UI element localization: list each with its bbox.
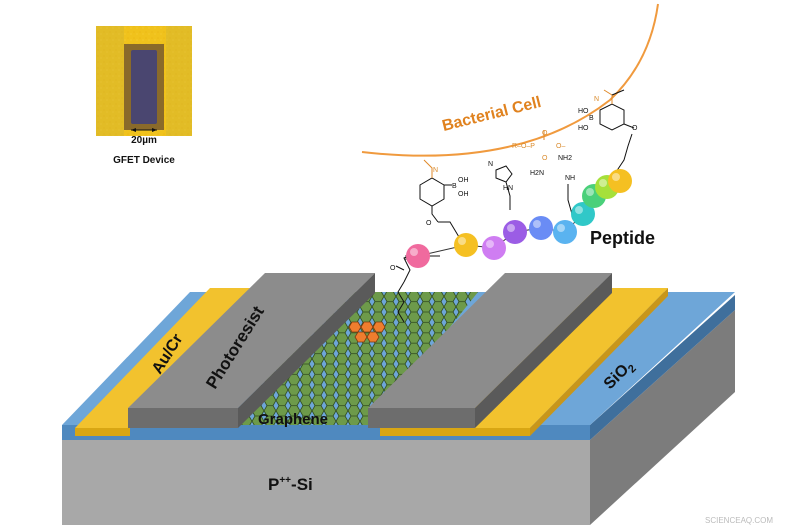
arginine-sidechain: H2N NH2 NH [530,155,575,215]
peptide-bead [503,220,527,244]
photoresist-left [128,273,375,428]
inset-gfet-photo: 20µm GFET Device [96,26,192,166]
peptide-bead-highlight [486,240,494,248]
svg-text:B: B [589,115,594,122]
bacterial-cell-membrane [361,3,659,157]
substrate-block [62,310,735,525]
svg-text:NH: NH [565,175,575,182]
peptide-bead [406,244,430,268]
svg-text:N: N [594,96,599,103]
peptide-bead-highlight [557,224,565,232]
svg-text:O–: O– [556,143,565,150]
svg-text:O: O [390,265,396,272]
peptide-bead-highlight [612,173,620,181]
svg-text:OH: OH [458,191,469,198]
electrode-left [75,288,250,436]
inset-caption: GFET Device [113,155,175,166]
peptide-beads [406,169,632,268]
peptide-bead-highlight [410,248,418,256]
peptide-bead-highlight [507,224,515,232]
svg-text:HO: HO [578,125,589,132]
svg-text:NH2: NH2 [558,155,572,162]
peptide-bead-highlight [458,237,466,245]
svg-text:H2N: H2N [530,170,544,177]
inset-scale-label: 20µm [131,135,157,146]
watermark: SCIENCEAQ.COM [705,516,773,525]
svg-text:O: O [632,125,638,132]
graphene-highlight [348,321,386,343]
histidine-sidechain: N HN [488,161,513,210]
peptide-bead [529,216,553,240]
peptide-bead-highlight [586,188,594,196]
peptide-bead [553,220,577,244]
peptide-bead-highlight [533,220,541,228]
svg-text:HO: HO [578,108,589,115]
gfet-channel [131,50,157,124]
svg-text:N: N [433,167,438,174]
peptide-bead-highlight [599,179,607,187]
peptide-bead [454,233,478,257]
bacterial-cell-label: Bacterial Cell [440,94,542,135]
svg-text:OH: OH [458,177,469,184]
peptide-bead-highlight [575,206,583,214]
peptide-bead [608,169,632,193]
svg-text:O: O [542,155,548,162]
photoresist-right [368,273,612,428]
svg-text:O: O [426,220,432,227]
graphene-label: Graphene [258,411,328,428]
svg-text:R–O–P: R–O–P [512,143,535,150]
svg-text:B: B [452,183,457,190]
boronic-acid-right: N B HO HO O [578,89,638,173]
boronic-acid-left: O N B OH OH [419,159,469,243]
phosphate-group: R–O–P O O– O [512,130,565,162]
substrate-label: P++-Si [268,475,313,494]
svg-text:N: N [488,161,493,168]
peptide-bead [571,202,595,226]
svg-text:O: O [542,130,548,137]
peptide-label: Peptide [590,228,655,248]
graphene-sheet [225,292,478,425]
peptide-bead [482,236,506,260]
